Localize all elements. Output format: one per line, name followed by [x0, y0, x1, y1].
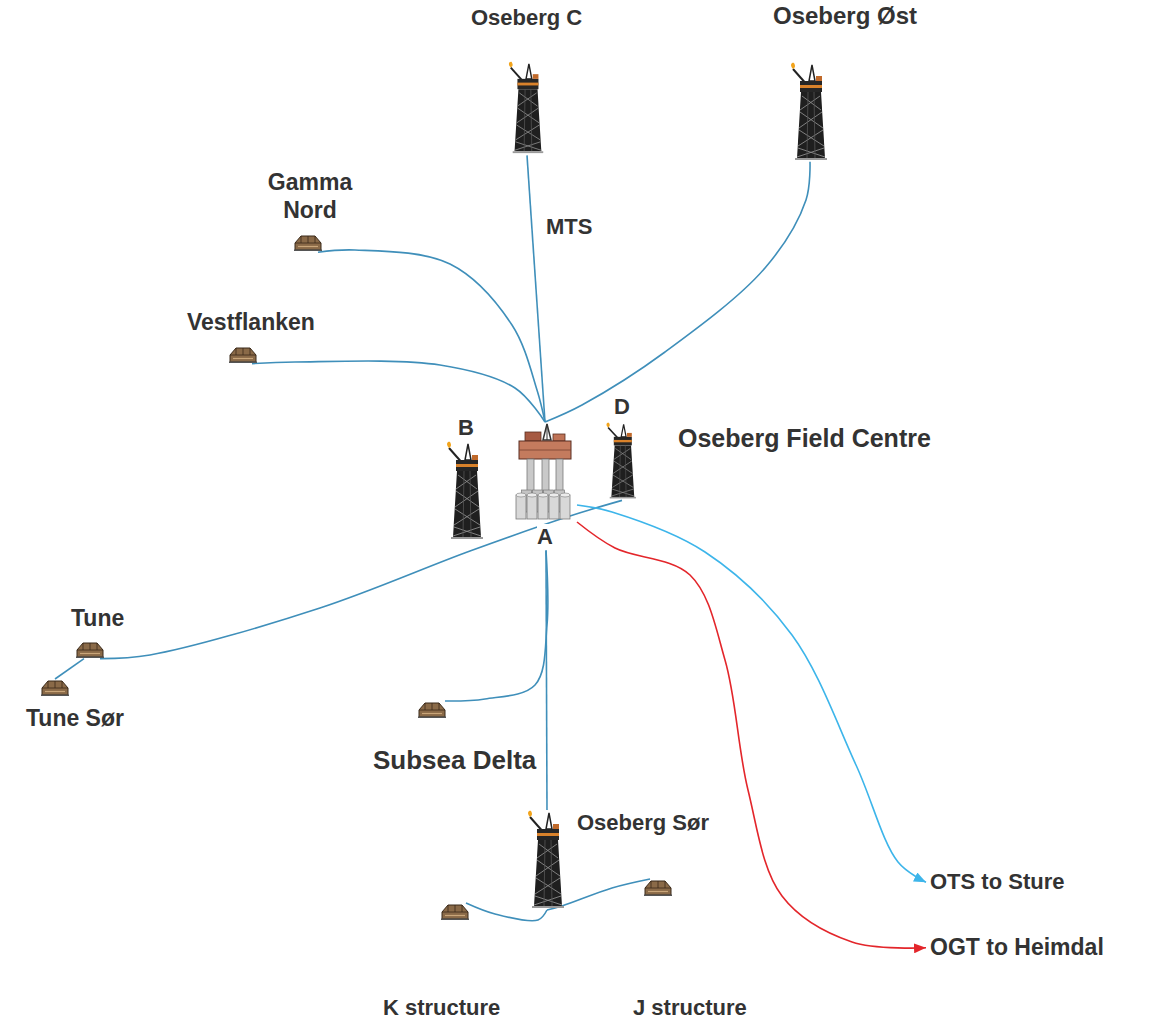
platform-symbol [447, 442, 483, 538]
pipeline [445, 550, 548, 701]
platform-node: Oseberg Øst [773, 2, 917, 162]
field-name: Subsea Delta [373, 745, 536, 776]
export-destination-node: OGT to Heimdal [926, 934, 1108, 962]
field-name: Oseberg Sør [577, 810, 709, 836]
field-name: B [458, 415, 474, 441]
field-name: K structure [383, 995, 500, 1021]
pipeline [545, 162, 810, 422]
subsea-field-symbol [41, 681, 69, 696]
platform-node: D [604, 394, 640, 500]
pipeline [55, 659, 84, 679]
field-name: OGT to Heimdal [930, 934, 1104, 962]
area-label: Oseberg Field Centre [676, 423, 933, 453]
pipeline [546, 550, 547, 810]
subsea-field-node: Tune [71, 605, 124, 659]
subsea-field-node: Tune Sør [26, 679, 124, 733]
platform-node: B [444, 415, 488, 541]
platform-icon [525, 810, 569, 910]
subsea-field-icon [293, 234, 323, 252]
subsea-field-icon [40, 679, 70, 697]
subsea-field-icon [417, 701, 447, 719]
gas-export-pipeline [577, 522, 926, 948]
subsea-field-symbol [644, 881, 672, 896]
subsea-field-node: Subsea Delta [373, 701, 536, 776]
field-name: Oseberg Øst [773, 2, 917, 31]
subsea-field-icon [75, 641, 105, 659]
field-centre-platform-node: A [513, 422, 577, 550]
field-name: Tune Sør [26, 705, 124, 733]
subsea-field-icon [228, 346, 258, 364]
platform-symbol [791, 63, 827, 159]
field-name: D [614, 394, 630, 420]
field-name: Tune [71, 605, 124, 633]
field-name: Oseberg C [471, 5, 582, 31]
oil-export-pipeline [577, 505, 926, 882]
subsea-field-icon [440, 903, 470, 921]
platform-symbol [606, 423, 635, 498]
pipeline [100, 500, 622, 658]
field-name: OTS to Sture [930, 869, 1064, 895]
subsea-field-symbol [229, 348, 257, 363]
pipeline [252, 361, 545, 422]
pipeline-name: MTS [544, 214, 594, 240]
field-name: J structure [633, 995, 747, 1021]
group-label: Oseberg Field Centre [676, 423, 933, 453]
field-centre-platform-symbol [516, 424, 571, 519]
platform-icon [444, 441, 488, 541]
subsea-field-node: J structure [633, 879, 747, 1021]
platform-icon [604, 422, 640, 500]
field-centre-platform-icon [513, 422, 577, 522]
platform-node: Oseberg C [471, 5, 582, 155]
platform-symbol [528, 811, 564, 907]
platform-icon [506, 61, 548, 155]
platform-node: Oseberg Sør [525, 810, 709, 910]
subsea-field-symbol [76, 643, 104, 658]
platform-symbol [509, 62, 543, 152]
pipeline [318, 250, 545, 422]
subsea-field-icon [643, 879, 673, 897]
export-destination-node: OTS to Sture [926, 869, 1068, 895]
pipeline [527, 155, 545, 422]
pipeline [547, 879, 650, 910]
field-name: Gamma Nord [255, 169, 365, 224]
subsea-field-symbol [418, 703, 446, 718]
subsea-field-symbol [294, 236, 322, 251]
pipeline-label: MTS [544, 214, 594, 240]
subsea-field-node: Gamma Nord [255, 169, 365, 252]
subsea-field-node: Vestflanken [187, 309, 315, 364]
platform-icon [788, 62, 832, 162]
field-name: A [537, 524, 553, 550]
subsea-field-symbol [441, 905, 469, 920]
subsea-field-node: K structure [383, 903, 500, 1021]
field-name: Vestflanken [187, 309, 315, 337]
